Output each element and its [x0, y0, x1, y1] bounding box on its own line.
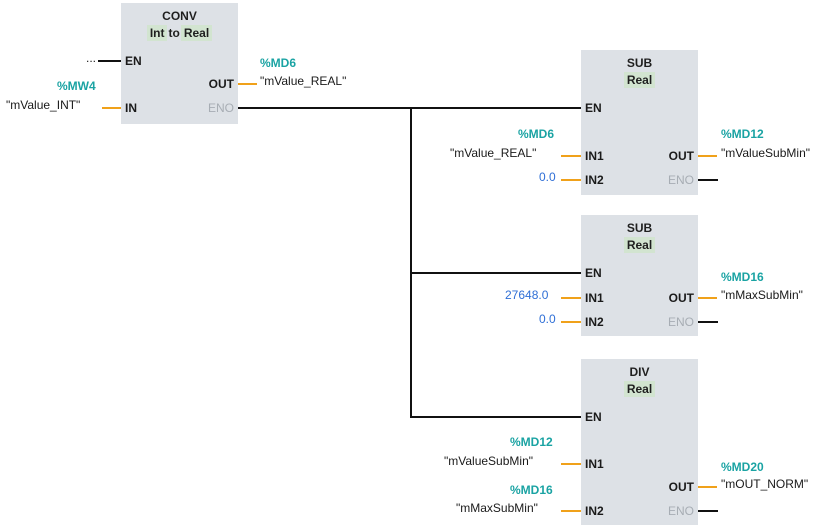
- div-in1-tag[interactable]: "mValueSubMin": [444, 454, 534, 468]
- conv-to-type: Real: [180, 25, 213, 41]
- sub2-out-address[interactable]: %MD16: [721, 270, 764, 284]
- conv-in-pin: IN: [125, 101, 137, 115]
- div-in2-address[interactable]: %MD16: [510, 483, 553, 497]
- div-type: Real: [623, 381, 656, 397]
- sub1-en-pin: EN: [585, 101, 602, 115]
- conv-en-pin: EN: [125, 54, 142, 68]
- sub2-block[interactable]: SUB Real EN IN1 IN2 OUT ENO: [581, 215, 698, 336]
- div-out-tag[interactable]: "mOUT_NORM": [721, 477, 809, 491]
- conv-to-word: to: [168, 26, 180, 40]
- conv-in-address[interactable]: %MW4: [57, 79, 96, 93]
- div-en-pin: EN: [585, 410, 602, 424]
- sub1-eno-pin: ENO: [667, 173, 694, 187]
- conv-in-tag[interactable]: "mValue_INT": [6, 98, 81, 112]
- sub2-out-pin: OUT: [668, 291, 694, 305]
- sub1-type: Real: [623, 72, 656, 88]
- div-in1-pin: IN1: [585, 457, 604, 471]
- div-out-pin: OUT: [668, 480, 694, 494]
- conv-eno-pin: ENO: [207, 101, 234, 115]
- sub1-in2-pin: IN2: [585, 173, 604, 187]
- conv-out-address[interactable]: %MD6: [260, 56, 297, 70]
- sub2-eno-pin: ENO: [667, 315, 694, 329]
- conv-from-type: Int: [146, 25, 168, 41]
- div-block-title: DIV: [629, 365, 650, 379]
- div-in2-pin: IN2: [585, 504, 604, 518]
- conv-block-title: CONV: [162, 9, 197, 23]
- div-out-address[interactable]: %MD20: [721, 460, 764, 474]
- sub2-type-line: Real: [581, 237, 698, 253]
- sub1-out-address[interactable]: %MD12: [721, 127, 764, 141]
- sub2-out-tag[interactable]: "mMaxSubMin": [721, 288, 803, 302]
- sub1-in2-constant[interactable]: 0.0: [539, 170, 556, 184]
- sub1-in1-tag[interactable]: "mValue_REAL": [450, 146, 537, 160]
- sub1-in1-pin: IN1: [585, 149, 604, 163]
- div-in1-address[interactable]: %MD12: [510, 435, 553, 449]
- sub1-type-line: Real: [581, 72, 698, 88]
- sub1-block-title: SUB: [626, 56, 653, 70]
- sub1-out-pin: OUT: [668, 149, 694, 163]
- sub2-in2-constant[interactable]: 0.0: [539, 312, 556, 326]
- div-type-line: Real: [581, 381, 698, 397]
- conv-out-tag[interactable]: "mValue_REAL": [260, 74, 347, 88]
- sub1-out-tag[interactable]: "mValueSubMin": [721, 146, 811, 160]
- sub2-type: Real: [623, 237, 656, 253]
- div-eno-pin: ENO: [667, 504, 694, 518]
- sub2-block-title: SUB: [626, 221, 653, 235]
- sub2-in2-pin: IN2: [585, 315, 604, 329]
- div-block[interactable]: DIV Real EN IN1 IN2 OUT ENO: [581, 359, 698, 525]
- sub2-in1-constant[interactable]: 27648.0: [505, 288, 549, 302]
- sub2-en-pin: EN: [585, 266, 602, 280]
- sub2-in1-pin: IN1: [585, 291, 604, 305]
- sub1-in1-address[interactable]: %MD6: [518, 127, 555, 141]
- conv-out-pin: OUT: [208, 77, 234, 91]
- sub1-block[interactable]: SUB Real EN IN1 IN2 OUT ENO: [581, 50, 698, 195]
- div-in2-tag[interactable]: "mMaxSubMin": [456, 501, 538, 515]
- conv-en-input-dots[interactable]: ...: [86, 51, 97, 65]
